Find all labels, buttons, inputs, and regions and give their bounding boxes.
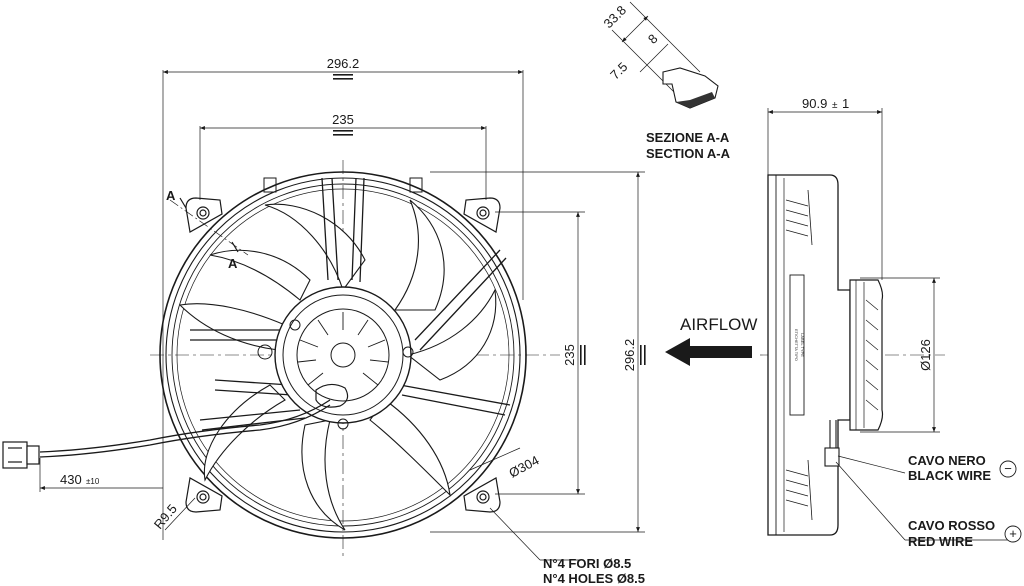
holes-label-en: N°4 HOLES Ø8.5 (543, 571, 645, 586)
front-view (2, 160, 560, 560)
dim-side-depth: 90.9 (802, 96, 827, 111)
dim-overall-height: 296.2 (622, 339, 637, 372)
front-dimensions (39, 70, 645, 561)
dim-section-height: 33.8 (601, 3, 630, 32)
mounting-ear-tl (185, 197, 223, 233)
airflow-arrow (665, 338, 752, 366)
black-wire-symbol: − (1004, 461, 1012, 476)
airflow-label: AIRFLOW (680, 315, 757, 334)
section-title-it: SEZIONE A-A (646, 130, 730, 145)
black-wire-en: BLACK WIRE (908, 468, 991, 483)
motor-ribs (297, 312, 389, 386)
dim-hole-spacing-v: 235 (562, 344, 577, 366)
dim-section-width: 8 (645, 31, 661, 47)
fan-blades (178, 199, 497, 531)
dim-motor-diameter: Ø126 (918, 339, 933, 371)
connector (2, 441, 40, 469)
dim-shroud-diameter: Ø304 (506, 452, 541, 480)
mounting-ear-bl (185, 477, 223, 513)
mounting-ear-tr (463, 197, 501, 233)
label-type-line1: ETICHETTA TIPO (794, 329, 799, 361)
type-label (789, 274, 805, 416)
side-motor (849, 279, 884, 431)
dim-hole-spacing-h: 235 (332, 112, 354, 127)
section-a-a (611, 1, 719, 109)
dim-section-thickness: 7.5 (607, 59, 630, 82)
power-cable (39, 399, 331, 453)
side-dimensions (767, 108, 940, 433)
red-wire-en: RED WIRE (908, 534, 973, 549)
side-connector (824, 447, 840, 467)
side-ribs-top (785, 189, 813, 246)
section-marker-top: A (166, 188, 176, 203)
negative-symbol-icon (999, 460, 1017, 478)
side-view (760, 174, 1008, 541)
dim-radius: R9.5 (151, 501, 180, 532)
positive-symbol-icon (1004, 525, 1022, 543)
section-marker-bottom: A (228, 256, 238, 271)
label-type-line2: LABEL TYPE (800, 333, 805, 357)
dim-cable-tolerance: ±10 (86, 477, 100, 486)
red-wire-symbol: + (1009, 526, 1017, 541)
struts (190, 177, 511, 431)
black-wire-it: CAVO NERO (908, 453, 986, 468)
red-wire-it: CAVO ROSSO (908, 518, 995, 533)
holes-label-it: N°4 FORI Ø8.5 (543, 556, 631, 571)
motor-housing (274, 286, 412, 424)
shroud-outer-ring (159, 171, 527, 539)
cable-outlet (315, 383, 349, 408)
dim-overall-width: 296.2 (327, 56, 360, 71)
dim-side-depth-tol-value: 1 (842, 96, 849, 111)
mounting-ear-br (463, 477, 501, 513)
dim-side-depth-tolerance: ± (832, 100, 838, 111)
dim-cable-length: 430 (60, 472, 82, 487)
side-ribs-bottom (785, 459, 813, 521)
section-title-en: SECTION A-A (646, 146, 731, 161)
